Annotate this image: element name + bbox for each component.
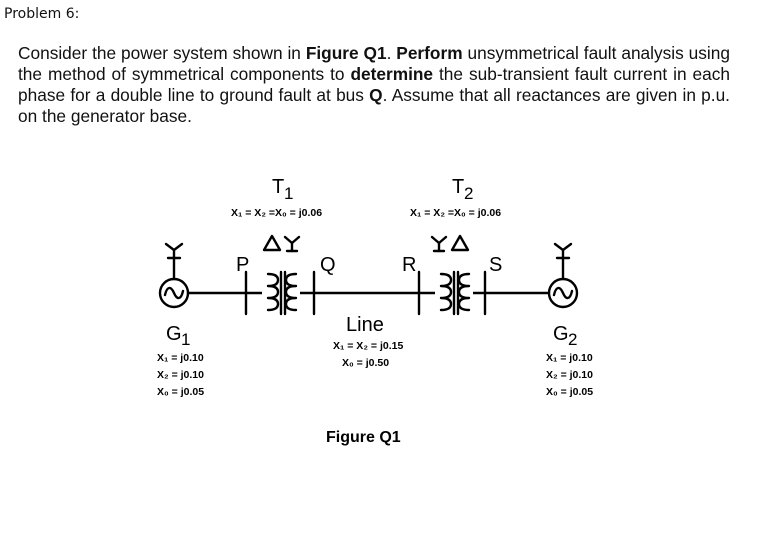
problem-bold-perform: Perform [396, 43, 463, 63]
g2-grounded-wye-icon [553, 242, 573, 260]
t2-subscript: 2 [464, 184, 473, 203]
g1-name: G [166, 323, 182, 345]
g2-name: G [553, 323, 569, 345]
problem-statement: Consider the power system shown in Figur… [18, 43, 730, 127]
g1-x1: X₁ = j0.10 [157, 352, 204, 364]
figure-caption: Figure Q1 [326, 429, 401, 446]
g1-x0: X₀ = j0.05 [157, 386, 204, 398]
problem-text-1: Consider the power system shown in [18, 43, 306, 63]
t2-reactance: X₁ = X₂ =X₀ = j0.06 [410, 207, 501, 219]
g1-grounded-wye-icon [164, 242, 184, 260]
generator-g1-symbol [158, 256, 190, 309]
transformer-t2-symbol [435, 270, 473, 316]
g2-subscript: 2 [568, 330, 577, 349]
t1-grounded-wye-icon [283, 235, 301, 253]
problem-bold-bus: Q [369, 85, 383, 105]
g1-subscript: 1 [181, 330, 190, 349]
t1-reactance: X₁ = X₂ =X₀ = j0.06 [231, 207, 322, 219]
line-x0: X₀ = j0.50 [342, 357, 389, 369]
t2-name: T [452, 176, 464, 198]
transformer-t1-symbol [262, 270, 300, 316]
line-name: Line [346, 314, 384, 336]
t1-delta-icon [262, 234, 282, 252]
g2-x1: X₁ = j0.10 [546, 352, 593, 364]
problem-bold-determine: determine [350, 64, 434, 84]
problem-text-2: . [386, 43, 397, 63]
problem-text-3: unsymmetrical fault analysis using the m… [18, 43, 730, 84]
g1-x2: X₂ = j0.10 [157, 369, 204, 381]
t1-subscript: 1 [284, 184, 293, 203]
t1-name: T [272, 176, 284, 198]
g2-x2: X₂ = j0.10 [546, 369, 593, 381]
bus-p-label: P [236, 254, 249, 276]
t2-delta-icon [450, 234, 470, 252]
problem-bold-figure: Figure Q1 [305, 43, 387, 63]
bus-r-label: R [402, 254, 416, 276]
line-x12: X₁ = X₂ = j0.15 [333, 340, 403, 352]
bus-q-label: Q [320, 254, 336, 276]
generator-g2-symbol [547, 256, 579, 309]
g2-x0: X₀ = j0.05 [546, 386, 593, 398]
bus-s-label: S [489, 254, 502, 276]
t2-grounded-wye-icon [430, 235, 448, 253]
problem-text-4: the sub-transient fault current in each … [18, 64, 730, 105]
problem-heading: Problem 6: [4, 6, 80, 22]
problem-text-5: . Assume that all reactances are given i… [18, 85, 730, 126]
